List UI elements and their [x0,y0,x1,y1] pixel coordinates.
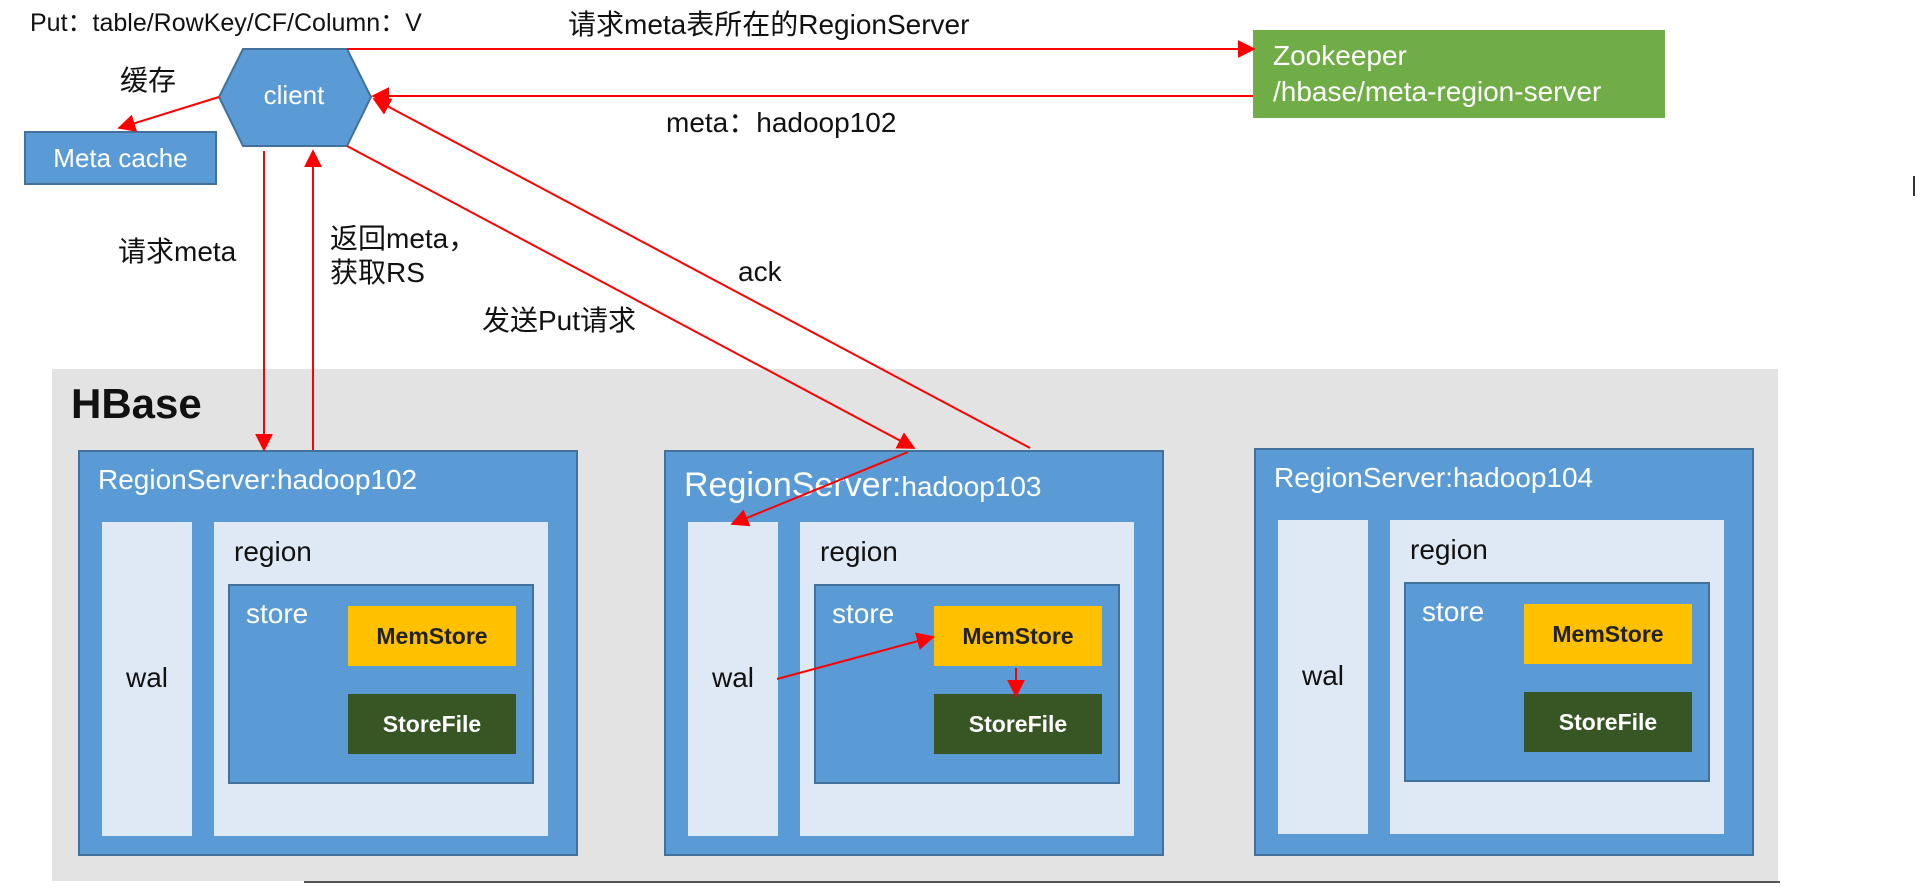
label-request-meta: 请求meta [118,236,237,267]
meta-cache-box: Meta cache [24,131,217,185]
storefile-box: StoreFile [348,694,516,754]
wal-box: wal [688,522,778,836]
arrow-cache [117,96,220,132]
label-return-meta-line1: 返回meta， [330,223,477,254]
put-command-label: Put：table/RowKey/CF/Column：V [30,9,422,37]
label-meta-location: meta：hadoop102 [666,107,897,138]
region-server-hadoop102: RegionServer:hadoop102 wal region store … [78,450,578,856]
region-label: region [234,536,312,567]
region-server-title-main: RegionServer: [684,466,902,504]
zookeeper-title: Zookeeper [1273,40,1407,71]
label-request-meta-server: 请求meta表所在的RegionServer [568,9,970,40]
store-box: store MemStore StoreFile [814,584,1120,784]
label-return-meta: 返回meta， 获取RS [330,222,476,289]
arrow-to-wal [730,451,909,527]
wal-box: wal [102,522,192,836]
arrow-ack [372,98,1031,449]
storefile-box: StoreFile [934,694,1102,754]
label-send-put: 发送Put请求 [482,305,637,336]
region-server-hadoop104: RegionServer:hadoop104 wal region store … [1254,448,1754,856]
arrow-wal-to-memstore [776,632,935,680]
region-server-title-host: hadoop103 [901,471,1042,502]
wal-box: wal [1278,520,1368,834]
bottom-divider [304,881,1780,883]
hbase-title: HBase [71,380,202,427]
store-label: store [1422,596,1485,627]
region-label: region [820,536,898,567]
wal-label: wal [711,662,754,693]
region-box: region store MemStore StoreFile [800,522,1134,836]
region-box: region store MemStore StoreFile [214,522,548,836]
wal-label: wal [125,662,168,693]
zookeeper-box: Zookeeper /hbase/meta-region-server [1253,30,1665,118]
region-box: region store MemStore StoreFile [1390,520,1724,834]
arrow-send-put [346,145,916,449]
label-return-meta-line2: 获取RS [330,256,425,288]
wal-label: wal [1301,660,1344,691]
client-label: client [263,80,325,110]
store-box: store MemStore StoreFile [228,584,534,784]
memstore-box: MemStore [1524,604,1692,664]
store-box: store MemStore StoreFile [1404,582,1710,782]
memstore-box: MemStore [934,606,1102,666]
label-ack: ack [738,256,782,287]
store-label: store [832,598,895,629]
store-label: store [246,598,309,629]
text-cursor [1913,176,1915,196]
region-server-title: RegionServer:hadoop104 [1274,462,1594,493]
zookeeper-path: /hbase/meta-region-server [1273,76,1602,107]
region-server-title: RegionServer:hadoop102 [98,464,418,495]
storefile-box: StoreFile [1524,692,1692,752]
region-label: region [1410,534,1488,565]
label-cache: 缓存 [120,65,177,96]
memstore-box: MemStore [348,606,516,666]
region-server-title: RegionServer:hadoop103 [684,466,1042,505]
